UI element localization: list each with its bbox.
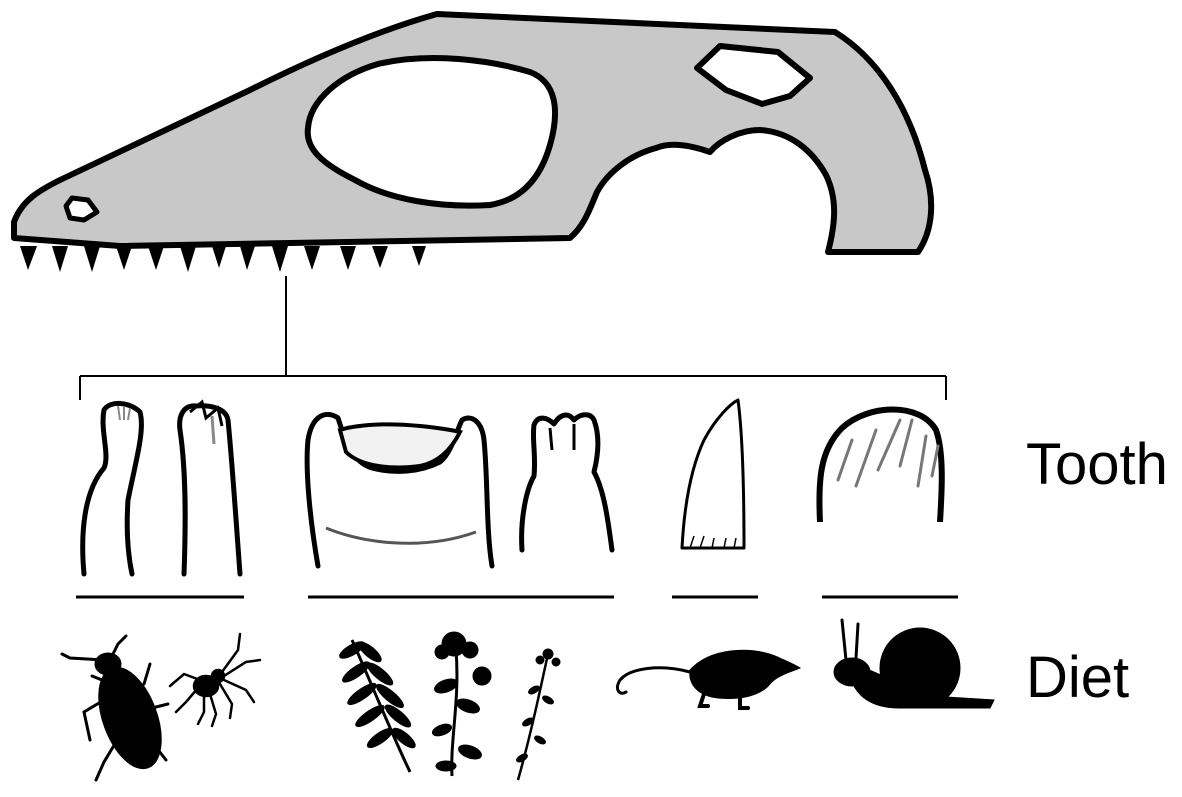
skull-teeth xyxy=(20,246,426,272)
cusped-tooth xyxy=(522,415,612,550)
wide-crowned-tooth xyxy=(307,414,492,566)
conical-tooth xyxy=(682,400,744,548)
tooth-bracket xyxy=(80,276,946,400)
diet-row-label: Diet xyxy=(1026,649,1129,707)
snail-icon xyxy=(834,620,994,708)
tooth-row-label: Tooth xyxy=(1026,436,1168,494)
insect-icon xyxy=(62,636,172,780)
flowering-plant-icon xyxy=(431,632,491,776)
skull xyxy=(14,14,931,272)
narrow-peg-tooth-right xyxy=(180,402,240,574)
wildflower-icon xyxy=(515,649,560,780)
fern-icon xyxy=(337,639,418,772)
narrow-peg-tooth-left xyxy=(83,403,142,574)
spider-icon xyxy=(170,634,260,726)
shrew-icon xyxy=(618,650,800,708)
rounded-crushing-tooth xyxy=(819,410,941,523)
